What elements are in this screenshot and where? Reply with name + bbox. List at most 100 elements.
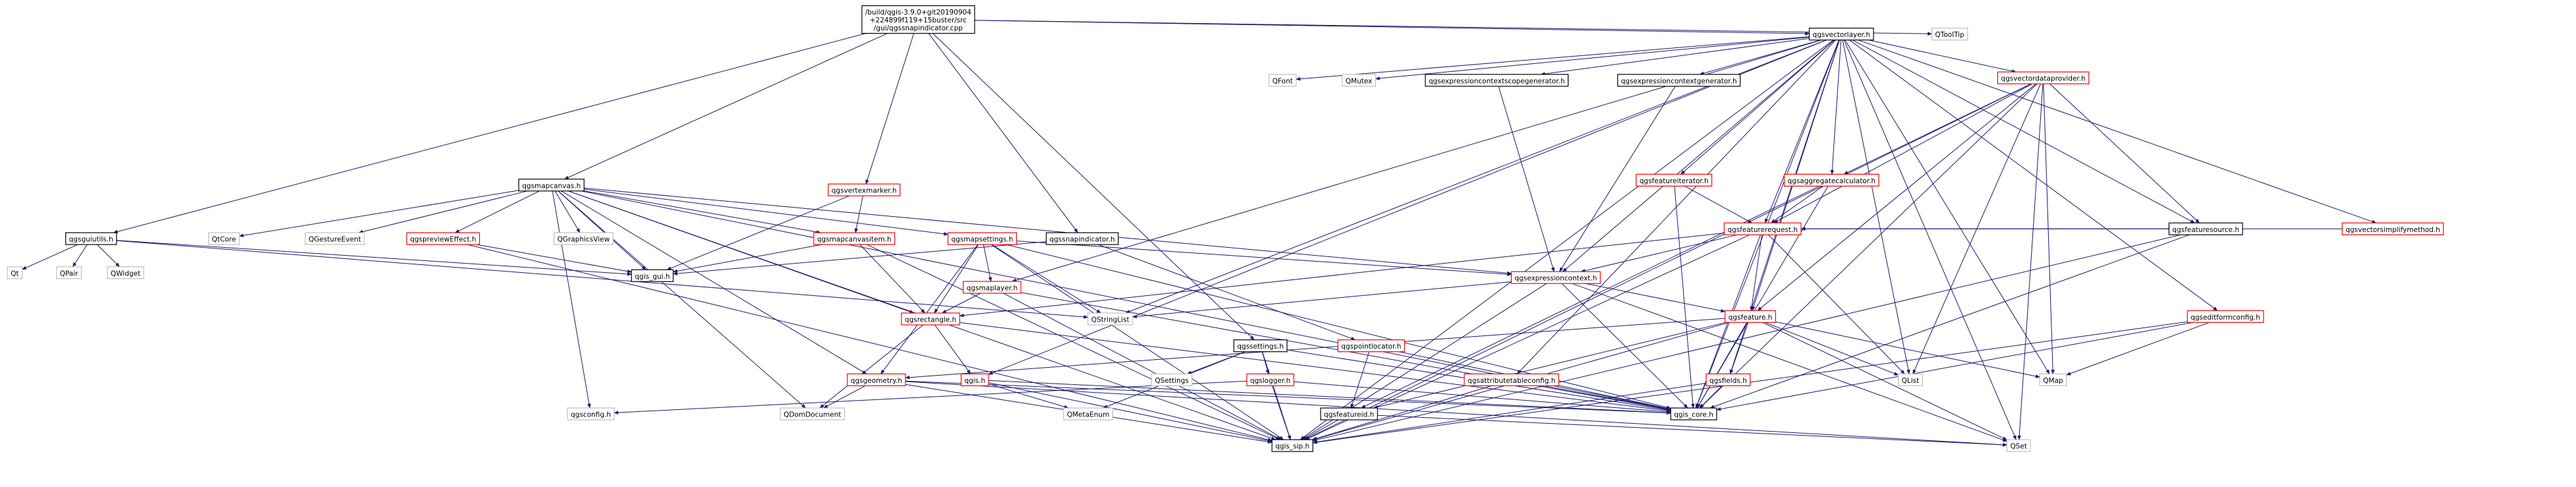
- edge-qgsmapcanvas-to-qgsexpressioncontext: [584, 187, 1512, 275]
- edge-qgsguiutils-to-QWidget: [96, 244, 120, 268]
- node-qgsmapcanvasitem[interactable]: qgsmapcanvasitem.h: [813, 232, 896, 245]
- node-QToolTip: QToolTip: [1931, 28, 1968, 41]
- edge-qgsvectorlayer-to-QList: [1842, 40, 1910, 375]
- node-qgsfeaturesource[interactable]: qgsfeaturesource.h: [2168, 222, 2243, 235]
- edge-qgsvectorlayer-to-qgsvectorsimplifymethod: [1858, 40, 2377, 223]
- node-box: [1269, 74, 1297, 87]
- node-qgsvectordataprovider[interactable]: qgsvectordataprovider.h: [1997, 71, 2090, 84]
- node-qgsmaplayer[interactable]: qgsmaplayer.h: [963, 281, 1021, 294]
- edge-qgsmapsettings-to-QStringList: [991, 244, 1101, 314]
- edge-qgsaggregatecalculator-to-qgis_core: [1696, 186, 1829, 409]
- node-qgssnapindicator[interactable]: qgssnapindicator.h: [1045, 232, 1119, 245]
- node-box: [1233, 339, 1288, 353]
- node-qgslogger[interactable]: qgslogger.h: [1246, 373, 1294, 387]
- node-qgsfeatureid[interactable]: qgsfeatureid.h: [1320, 407, 1378, 420]
- node-label: qgspointlocator.h: [1341, 343, 1401, 351]
- edge-qgsmapcanvas-to-QtCore: [239, 190, 519, 238]
- node-qgsfeature[interactable]: qgsfeature.h: [1725, 310, 1776, 323]
- node-box: [65, 232, 117, 245]
- node-QPair: QPair: [56, 266, 82, 279]
- node-label: QGraphicsView: [558, 236, 610, 244]
- node-label: QToolTip: [1935, 31, 1964, 39]
- node-box: [1808, 28, 1874, 41]
- edge-qgsvectordataprovider-to-qgis_core: [1699, 83, 2038, 409]
- node-label: QSet: [2010, 443, 2027, 451]
- node-qgsguiutils[interactable]: qgsguiutils.h: [65, 232, 117, 245]
- edge-qgssnapindicator-to-qgis_gui: [672, 241, 1046, 275]
- edge-root-to-qgsguiutils: [113, 33, 867, 234]
- node-qgseditformconfig[interactable]: qgseditformconfig.h: [2187, 310, 2264, 323]
- edge-qgsvectorlayer-to-qgsattributetableconfig: [1516, 40, 1837, 374]
- node-QList: QList: [1898, 373, 1923, 387]
- node-qgsexpressioncontextgenerator[interactable]: qgsexpressioncontextgenerator.h: [1617, 74, 1741, 87]
- edge-qgsvectordataprovider-to-qgsfeaturesource: [2049, 83, 2200, 223]
- edge-qgsmapsettings-to-qgsmaplayer: [983, 244, 992, 282]
- node-label: qgsmapcanvas.h: [522, 182, 581, 190]
- node-label: qgis_sip.h: [1275, 443, 1309, 451]
- node-box: [1342, 74, 1377, 87]
- node-box: [2341, 222, 2444, 235]
- node-qgsmapsettings[interactable]: qgsmapsettings.h: [947, 232, 1017, 245]
- node-label: QMetaEnum: [1067, 411, 1110, 419]
- node-box: [1246, 373, 1294, 387]
- node-qgssettings[interactable]: qgssettings.h: [1233, 339, 1288, 353]
- edge-qgsmapcanvas-to-QGestureEvent: [358, 190, 528, 234]
- node-box: [1898, 373, 1923, 387]
- node-qgsvectorsimplifymethod[interactable]: qgsvectorsimplifymethod.h: [2341, 222, 2444, 235]
- node-qgsexpressioncontextscopegenerator[interactable]: qgsexpressioncontextscopegenerator.h: [1425, 74, 1569, 87]
- edge-qgsmapsettings-to-qgis_core: [1006, 244, 1671, 409]
- edge-qgsfeature-to-QMap: [1775, 321, 2040, 378]
- node-qgspointlocator[interactable]: qgspointlocator.h: [1337, 339, 1405, 353]
- node-qgsaggregatecalculator[interactable]: qgsaggregatecalculator.h: [1783, 173, 1879, 186]
- edge-root-to-qgsmapcanvas: [564, 33, 888, 180]
- edge-qgspointlocator-to-qgsfeatureid: [1350, 351, 1370, 409]
- node-qgsvertexmarker[interactable]: qgsvertexmarker.h: [828, 183, 901, 196]
- node-label: qgsconfig.h: [571, 411, 611, 419]
- node-box: [2006, 439, 2031, 452]
- node-box: [56, 266, 82, 279]
- node-label: qgsguiutils.h: [69, 236, 113, 244]
- node-qgsvectorlayer[interactable]: qgsvectorlayer.h: [1808, 28, 1874, 41]
- edge-qgsrectangle-to-QDomDocument: [819, 324, 924, 409]
- edge-qgsexpressioncontext-to-QSet: [1572, 283, 2008, 442]
- node-label: qgis_core.h: [1674, 411, 1713, 419]
- node-box: [1636, 173, 1713, 186]
- node-qgsfields[interactable]: qgsfields.h: [1705, 373, 1751, 387]
- node-label: qgssettings.h: [1237, 343, 1284, 351]
- node-label: qgseditformconfig.h: [2190, 314, 2260, 322]
- node-qgsmapcanvas[interactable]: qgsmapcanvas.h: [518, 179, 585, 192]
- node-qgis_gui[interactable]: qgis_gui.h: [631, 269, 674, 282]
- node-qgis_sip[interactable]: qgis_sip.h: [1271, 439, 1313, 452]
- node-qgsfeaturerequest[interactable]: qgsfeaturerequest.h: [1723, 222, 1802, 235]
- node-label: qgsfields.h: [1709, 377, 1747, 385]
- edge-qgsfeature-to-QList: [1765, 322, 1899, 376]
- node-qgsexpressioncontext[interactable]: qgsexpressioncontext.h: [1510, 271, 1601, 284]
- node-qgspreviewEffect[interactable]: qgspreviewEffect.h: [406, 232, 480, 245]
- edge-qgsfeature-to-QSet: [1762, 322, 2008, 441]
- edge-qgsrectangle-to-qgis: [934, 324, 971, 374]
- edge-qgsmapsettings-to-qgis_sip: [990, 244, 1284, 440]
- edge-qgsvectorlayer-to-QMutex: [1375, 36, 1810, 80]
- node-qgsrectangle[interactable]: qgsrectangle.h: [901, 312, 960, 326]
- edge-qgsmapcanvas-to-qgsgeometry: [561, 190, 867, 374]
- node-qgsgeometry[interactable]: qgsgeometry.h: [847, 373, 906, 387]
- node-QMetaEnum: QMetaEnum: [1063, 407, 1114, 420]
- node-qgsattributetableconfig[interactable]: qgsattributetableconfig.h: [1464, 373, 1559, 387]
- node-box: [1725, 310, 1776, 323]
- node-box: [1271, 439, 1313, 452]
- node-box: [304, 232, 365, 245]
- node-root[interactable]: /build/qgis-3.9.0+git20190904+224899f119…: [861, 5, 975, 34]
- edge-qgsfields-to-qgis_sip: [1312, 383, 1707, 444]
- edge-qgsmaplayer-to-qgsrectangle: [941, 293, 981, 314]
- node-qgis_core[interactable]: qgis_core.h: [1670, 407, 1717, 420]
- node-label: qgsmapsettings.h: [952, 236, 1014, 244]
- edge-qgsvectorlayer-to-qgseditformconfig: [1849, 40, 2218, 311]
- node-box: [1997, 71, 2090, 84]
- edge-qgsmapcanvasitem-to-qgis_gui: [672, 244, 822, 273]
- node-label: qgis_gui.h: [635, 273, 670, 281]
- edge-qgsfeatureiterator-to-qgis_core: [1674, 186, 1695, 409]
- edge-qgsvectorlayer-to-qgsexpressioncontext: [1562, 40, 1835, 272]
- node-qgsfeatureiterator[interactable]: qgsfeatureiterator.h: [1636, 173, 1713, 186]
- node-qgis[interactable]: qgis.h: [960, 373, 989, 387]
